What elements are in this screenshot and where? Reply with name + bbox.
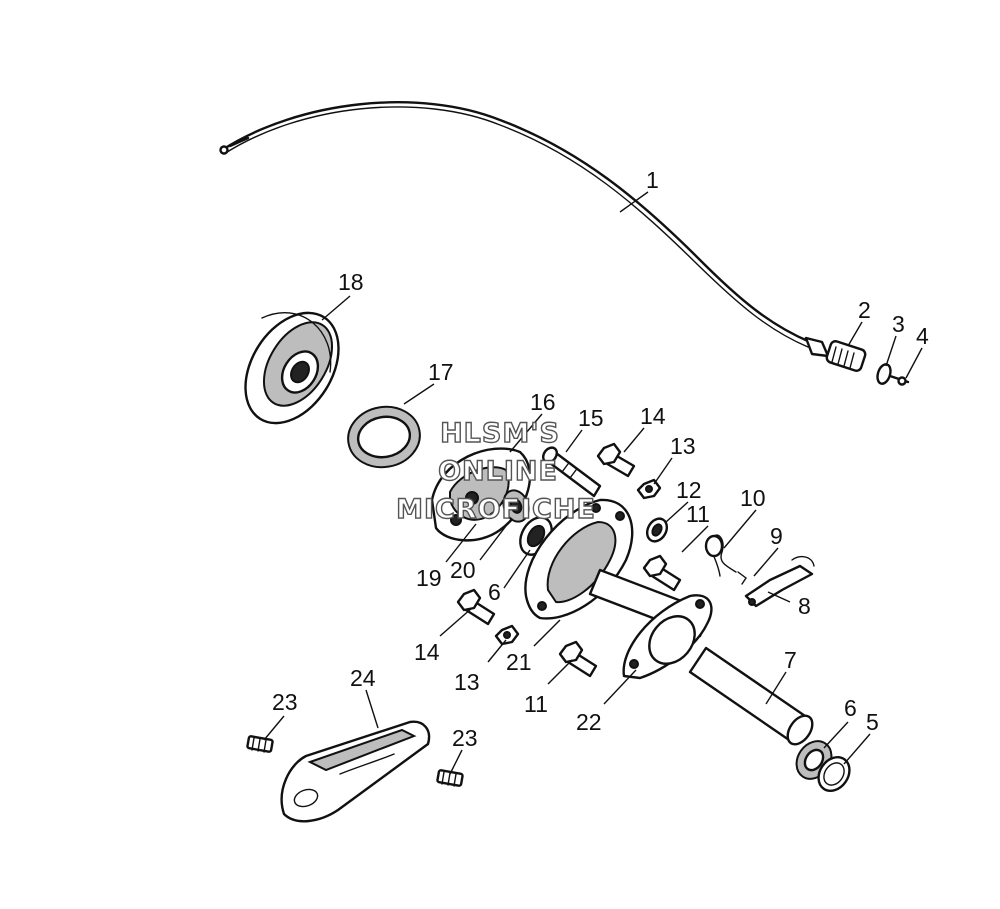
part-bolt-lower bbox=[558, 640, 598, 678]
part-cable-adjuster bbox=[804, 336, 867, 372]
callout-15: 15 bbox=[578, 405, 604, 431]
part-bracket bbox=[744, 555, 815, 608]
part-bolt-upper bbox=[596, 442, 636, 478]
part-snap-ring bbox=[817, 756, 851, 792]
watermark-line-1: HLSM'S bbox=[440, 418, 560, 449]
part-adjuster-nut bbox=[876, 363, 892, 385]
part-cable bbox=[219, 101, 812, 348]
callout-22: 22 bbox=[576, 709, 602, 735]
callout-12: 12 bbox=[676, 477, 702, 503]
callout-6-lower: 6 bbox=[844, 695, 857, 721]
part-spring bbox=[704, 534, 737, 577]
part-gear bbox=[502, 489, 530, 523]
callout-1: 1 bbox=[646, 167, 659, 193]
callout-13-upper: 13 bbox=[670, 433, 696, 459]
part-bolt-left bbox=[456, 588, 496, 626]
part-chain-guard bbox=[280, 720, 431, 823]
callout-3: 3 bbox=[892, 311, 905, 337]
part-pin-shaft bbox=[542, 446, 602, 498]
part-mounting-flange bbox=[622, 594, 713, 680]
callout-10: 10 bbox=[740, 485, 766, 511]
part-nut-left bbox=[494, 624, 520, 646]
callout-16: 16 bbox=[530, 389, 556, 415]
leader-lines bbox=[263, 191, 923, 775]
part-ring bbox=[347, 405, 421, 469]
callout-23-left: 23 bbox=[272, 689, 298, 715]
part-bolt-middle bbox=[642, 554, 682, 592]
callout-13-lower: 13 bbox=[454, 669, 480, 695]
callout-19: 19 bbox=[416, 565, 442, 591]
callout-11-lower: 11 bbox=[524, 691, 548, 717]
callout-2: 2 bbox=[858, 297, 871, 323]
callout-17: 17 bbox=[428, 359, 454, 385]
part-small-bolt-right bbox=[436, 769, 464, 787]
part-nut-upper bbox=[636, 478, 662, 500]
callout-7: 7 bbox=[784, 647, 797, 673]
part-cable-end bbox=[888, 374, 910, 386]
watermark-line-3: MICROFICHE bbox=[396, 494, 596, 525]
callout-18: 18 bbox=[338, 269, 364, 295]
callout-14-lower: 14 bbox=[414, 639, 440, 665]
callout-20: 20 bbox=[450, 557, 476, 583]
callout-5: 5 bbox=[866, 709, 879, 735]
watermark-line-2: ONLINE bbox=[438, 456, 558, 487]
callout-4: 4 bbox=[916, 323, 929, 349]
part-clutch-assembly bbox=[430, 447, 532, 542]
callout-14-upper: 14 bbox=[640, 403, 666, 429]
callout-6-upper: 6 bbox=[488, 579, 501, 605]
part-pulley-drum bbox=[244, 311, 340, 425]
callout-labels: 1 2 3 4 5 6 6 7 8 9 10 11 11 12 13 13 14… bbox=[272, 167, 929, 751]
part-spacer bbox=[645, 517, 669, 543]
callout-23-right: 23 bbox=[452, 725, 478, 751]
callout-8: 8 bbox=[798, 593, 811, 619]
part-small-bolt-left bbox=[246, 735, 274, 753]
callout-24: 24 bbox=[350, 665, 376, 691]
watermark: HLSM'S ONLINE MICROFICHE bbox=[395, 417, 596, 525]
callout-21: 21 bbox=[506, 649, 532, 675]
callout-11-upper: 11 bbox=[686, 501, 710, 527]
callout-9: 9 bbox=[770, 523, 783, 549]
part-clip bbox=[737, 571, 747, 585]
